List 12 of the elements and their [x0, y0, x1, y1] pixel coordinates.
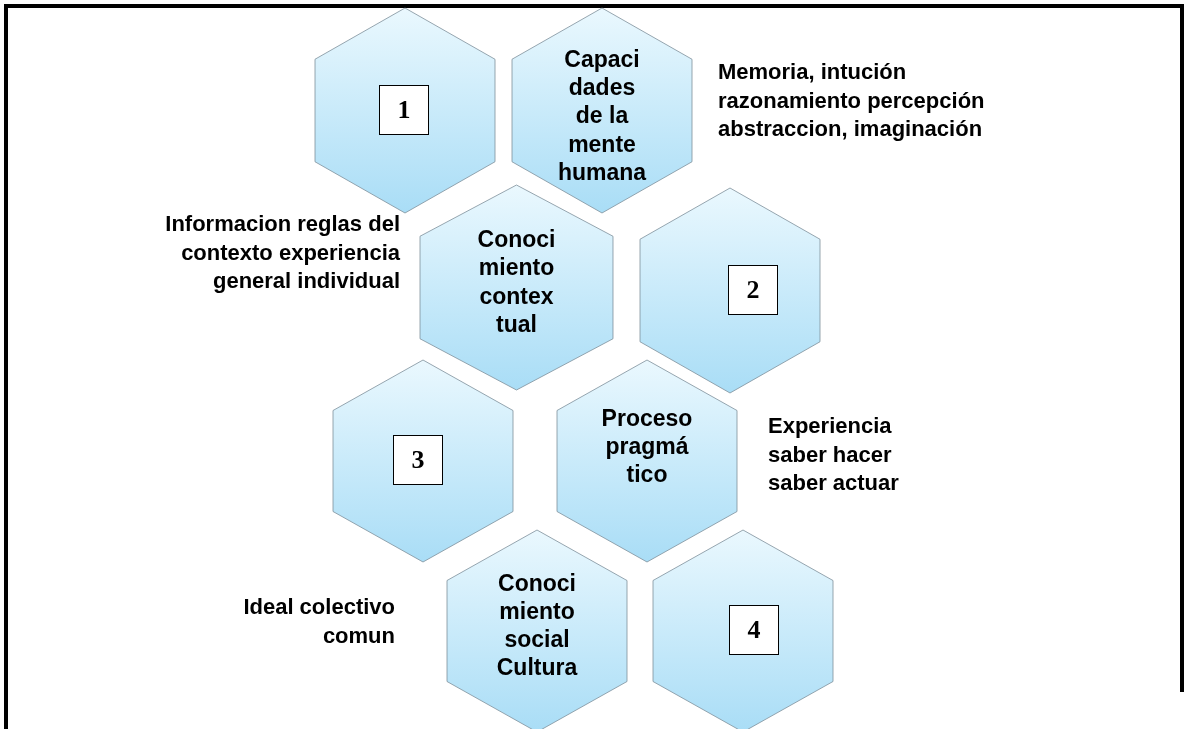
side-note: Informacion reglas del contexto experiencia general individual [164, 210, 400, 296]
side-note: Ideal colectivo comun [242, 593, 395, 650]
hexagon-label: Conoci miento social Cultura [495, 568, 579, 682]
side-note: Memoria, intución razonamiento percepción abstraccion, imaginación [718, 58, 986, 144]
hexagon-label: Proceso pragmá tico [600, 403, 694, 489]
number-box: 2 [728, 265, 778, 315]
number-box: 4 [729, 605, 779, 655]
hexagon-label: Capaci dades de la mente humana [556, 45, 648, 186]
number-box: 3 [393, 435, 443, 485]
hexagon-label: Conoci miento contex tual [476, 225, 557, 338]
side-note: Experiencia saber hacer saber actuar [768, 412, 900, 498]
number-box: 1 [379, 85, 429, 135]
